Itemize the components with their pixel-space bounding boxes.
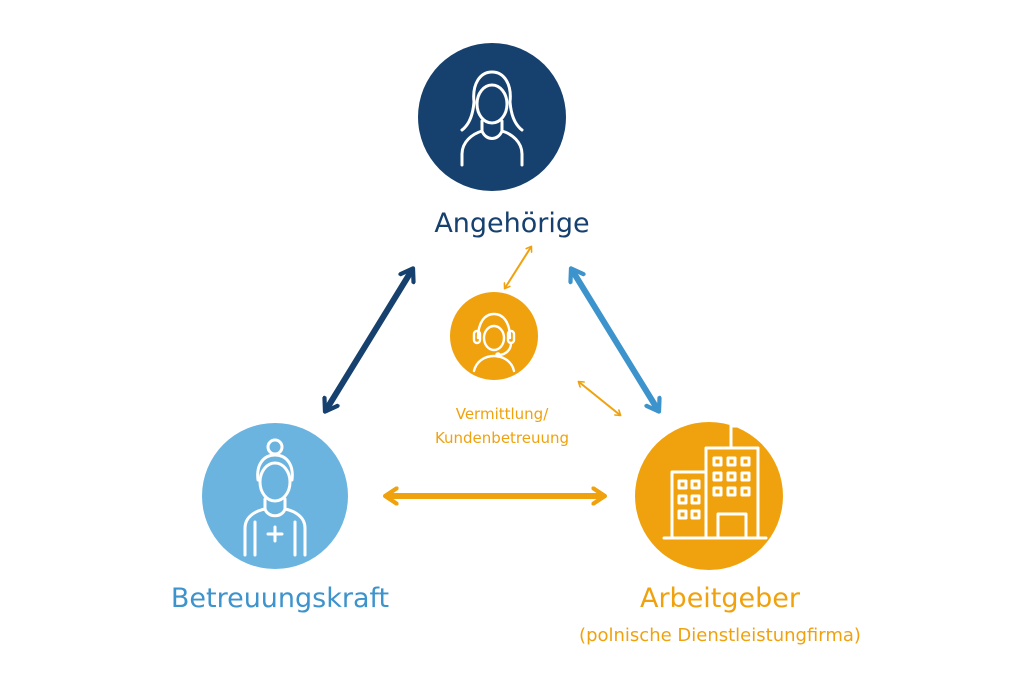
angehoerige-label: Angehörige [434,208,590,239]
arrow-vermittlung-arbeitgeber [577,380,622,417]
nurse-icon [243,438,307,557]
vermittlung-circle [450,292,538,380]
arrow-angehoerige-arbeitgeber [572,270,658,410]
node-arbeitgeber [635,412,783,570]
vermittlung-label-line2: Kundenbetreuung [434,429,570,447]
node-betreuungskraft [202,423,348,569]
node-vermittlung [450,292,538,380]
woman-person-icon [460,70,524,167]
angehoerige-circle [418,43,566,191]
vermittlung-label-line1: Vermittlung/ [455,405,549,423]
betreuungskraft-label: Betreuungskraft [170,583,390,614]
arrow-vermittlung-angehoerige [503,245,533,290]
node-angehoerige [418,43,566,191]
headset-agent-icon [472,312,516,373]
vermittlung-label: Vermittlung/ Kundenbetreuung [392,402,612,450]
arrow-angehoerige-betreuungskraft [326,270,412,410]
office-building-flag-icon [662,412,768,540]
betreuungskraft-circle [202,423,348,569]
arbeitgeber-sublabel: (polnische Dienstleistungfirma) [579,625,861,646]
arbeitgeber-circle [635,422,783,570]
arbeitgeber-label: Arbeitgeber [639,583,800,614]
